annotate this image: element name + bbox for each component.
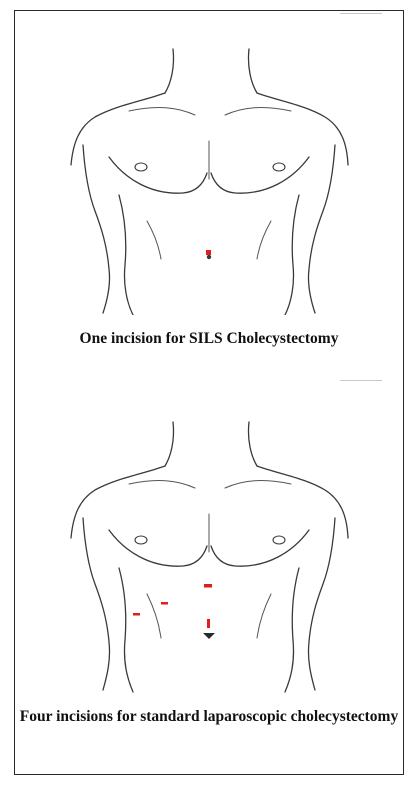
caption-sils: One incision for SILS Cholecystectomy bbox=[15, 329, 403, 349]
right-pectoral-line bbox=[211, 157, 309, 193]
right-nipple bbox=[273, 163, 285, 171]
right-oblique-line bbox=[257, 221, 271, 259]
left-oblique-line bbox=[147, 594, 161, 638]
incision-right-subcostal-lateral bbox=[133, 613, 140, 616]
left-shoulder-line bbox=[71, 466, 165, 538]
right-oblique-line bbox=[257, 594, 271, 638]
left-torso-side bbox=[119, 195, 133, 315]
incision-right-subcostal-medial bbox=[161, 602, 168, 605]
scan-artifact bbox=[340, 380, 382, 381]
left-oblique-line bbox=[147, 221, 161, 259]
right-torso-side bbox=[285, 568, 299, 692]
navel bbox=[203, 633, 215, 639]
left-clavicle bbox=[129, 108, 195, 115]
left-clavicle bbox=[129, 481, 195, 488]
left-nipple bbox=[135, 163, 147, 171]
neck-right-line bbox=[248, 49, 257, 93]
left-torso-side bbox=[119, 568, 133, 692]
right-clavicle bbox=[225, 481, 291, 488]
left-pectoral-line bbox=[109, 157, 207, 193]
incision-umbilical bbox=[206, 250, 211, 255]
figure-frame: One incision for SILS Cholecystectomy bbox=[14, 10, 404, 775]
left-nipple bbox=[135, 536, 147, 544]
neck-left-line bbox=[165, 422, 174, 466]
torso-illustration-single bbox=[69, 45, 349, 315]
left-arm-inner bbox=[83, 145, 110, 313]
left-pectoral-line bbox=[109, 530, 207, 566]
panel-sils: One incision for SILS Cholecystectomy bbox=[15, 11, 403, 376]
left-arm-inner bbox=[83, 518, 110, 690]
left-shoulder-line bbox=[71, 93, 165, 165]
incision-umbilical bbox=[207, 619, 210, 628]
right-nipple bbox=[273, 536, 285, 544]
right-arm-inner bbox=[308, 145, 335, 313]
neck-left-line bbox=[165, 49, 174, 93]
neck-right-line bbox=[248, 422, 257, 466]
navel bbox=[207, 255, 211, 259]
right-arm-inner bbox=[308, 518, 335, 690]
incision-epigastric bbox=[204, 584, 212, 588]
scan-artifact bbox=[340, 13, 382, 14]
right-pectoral-line bbox=[211, 530, 309, 566]
caption-standard: Four incisions for standard laparoscopic… bbox=[15, 707, 403, 727]
panel-standard: Four incisions for standard laparoscopic… bbox=[15, 376, 403, 776]
torso-illustration-four bbox=[69, 418, 349, 693]
right-torso-side bbox=[285, 195, 299, 315]
right-clavicle bbox=[225, 108, 291, 115]
